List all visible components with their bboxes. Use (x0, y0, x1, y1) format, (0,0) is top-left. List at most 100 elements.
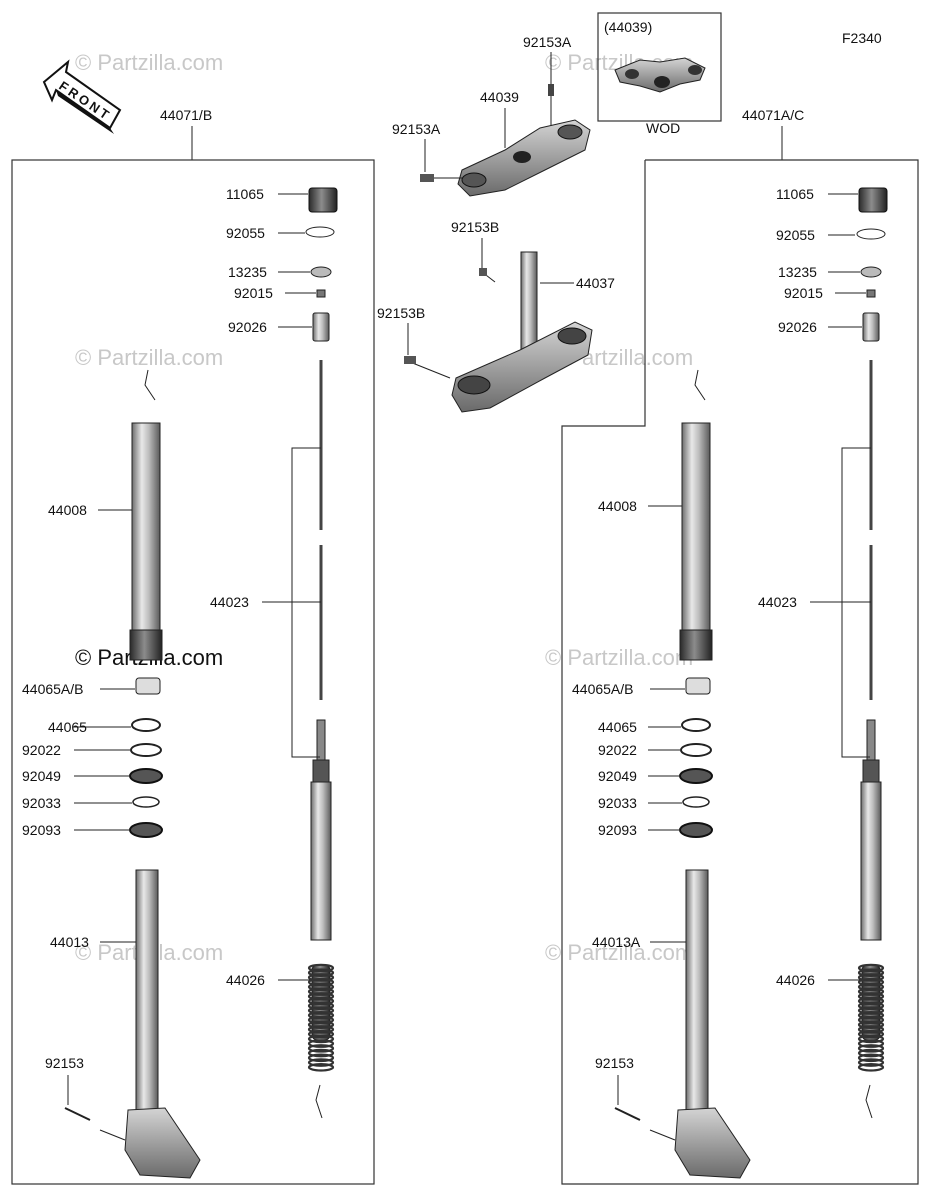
spring-coil (857, 1062, 885, 1072)
spring-coil (857, 973, 885, 982)
spring-coil (857, 968, 885, 978)
right-label-11065: 11065 (776, 186, 814, 202)
watermark: © Partzilla.com (545, 645, 693, 670)
right-label-44065AB: 44065A/B (572, 681, 634, 697)
spring-44026-left (307, 963, 335, 1072)
spring-coil (857, 1058, 885, 1067)
watermarks: © Partzilla.com © Partzilla.com © Partzi… (75, 50, 693, 965)
left-label-92153: 92153 (45, 1055, 84, 1071)
spring-coil (307, 982, 335, 992)
right-label-44013A: 44013A (592, 934, 641, 950)
spring-coil (857, 982, 885, 992)
upper-triple-clamp (420, 84, 591, 197)
adjuster-11065 (858, 187, 888, 213)
spring-coil (307, 1039, 335, 1048)
right-label-44023: 44023 (758, 594, 797, 610)
spring-coil (857, 996, 885, 1006)
adjuster-11065 (308, 187, 338, 213)
label-44037: 44037 (576, 275, 615, 291)
left-fork (64, 187, 338, 1179)
spring-coil (307, 1010, 335, 1020)
right-label-92022: 92022 (598, 742, 637, 758)
left-label-11065: 11065 (226, 186, 264, 202)
spring-coil (857, 1015, 885, 1025)
spring-coil (307, 1006, 335, 1015)
wod-box: (44039) WOD (597, 12, 722, 136)
left-assembly-frame: 44071/B (11, 107, 375, 1185)
spring-coil (857, 1010, 885, 1020)
left-label-92015: 92015 (234, 285, 273, 301)
right-label-92033: 92033 (598, 795, 637, 811)
left-label-44065AB: 44065A/B (22, 681, 84, 697)
steering-stem-lower-clamp (404, 251, 593, 413)
spring-coil (307, 1058, 335, 1067)
label-92153A-left: 92153A (392, 121, 441, 137)
wod-upper-clamp (614, 57, 706, 93)
spring-coil (307, 996, 335, 1006)
spring-coil (857, 1034, 885, 1044)
spring-coil (307, 963, 335, 973)
left-label-44013: 44013 (50, 934, 89, 950)
spring-coil (857, 1001, 885, 1011)
right-label-92153: 92153 (595, 1055, 634, 1071)
spring-coil (307, 1025, 335, 1034)
right-fork (614, 187, 888, 1179)
label-92153B-top: 92153B (451, 219, 499, 235)
spring-coil (857, 977, 885, 987)
right-label-92055: 92055 (776, 227, 815, 243)
wod-part-ref: (44039) (604, 19, 652, 35)
spring-coil (307, 1053, 335, 1063)
spring-coil (857, 1006, 885, 1015)
watermark: © Partzilla.com (545, 940, 693, 965)
spring-coil (857, 1029, 885, 1039)
spring-coil (857, 1044, 885, 1053)
wod-caption: WOD (646, 120, 680, 136)
left-label-92033: 92033 (22, 795, 61, 811)
spring-coil (857, 1020, 885, 1030)
spring-coil (857, 963, 885, 973)
spring-coil (857, 987, 885, 996)
right-assembly-frame: 44071A/C (561, 107, 919, 1185)
right-label-13235: 13235 (778, 264, 817, 280)
right-assembly-label: 44071A/C (742, 107, 804, 123)
outer-tube-44008 (131, 422, 161, 634)
left-label-44026: 44026 (226, 972, 265, 988)
spring-coil (307, 973, 335, 982)
spring-coil (307, 1029, 335, 1039)
spring-coil (307, 1048, 335, 1058)
spring-coil (857, 1048, 885, 1058)
spring-coil (307, 1044, 335, 1053)
right-label-92015: 92015 (784, 285, 823, 301)
left-assembly-label: 44071/B (160, 107, 212, 123)
right-label-44008: 44008 (598, 498, 637, 514)
watermark: © Partzilla.com (75, 345, 223, 370)
spring-coil (307, 1020, 335, 1030)
right-label-92093: 92093 (598, 822, 637, 838)
right-label-92026: 92026 (778, 319, 817, 335)
label-44039: 44039 (480, 89, 519, 105)
left-label-92049: 92049 (22, 768, 61, 784)
left-label-92055: 92055 (226, 225, 265, 241)
spring-coil (857, 1039, 885, 1048)
spring-coil (857, 1025, 885, 1034)
spring-coil (307, 1062, 335, 1072)
left-label-44023: 44023 (210, 594, 249, 610)
spring-coil (307, 1001, 335, 1011)
left-label-92026: 92026 (228, 319, 267, 335)
left-label-92093: 92093 (22, 822, 61, 838)
spring-coil (307, 987, 335, 996)
outer-tube-44008 (681, 422, 711, 634)
spring-coil (857, 992, 885, 1001)
spring-coil (307, 1015, 335, 1025)
right-label-44026: 44026 (776, 972, 815, 988)
inner-tube-44013 (135, 869, 159, 1111)
spring-coil (307, 992, 335, 1001)
right-label-92049: 92049 (598, 768, 637, 784)
spring-44026-right (857, 963, 885, 1072)
label-92153A-top: 92153A (523, 34, 572, 50)
left-label-92022: 92022 (22, 742, 61, 758)
label-92153B-left: 92153B (377, 305, 425, 321)
left-label-44008: 44008 (48, 502, 87, 518)
spring-coil (857, 1053, 885, 1063)
